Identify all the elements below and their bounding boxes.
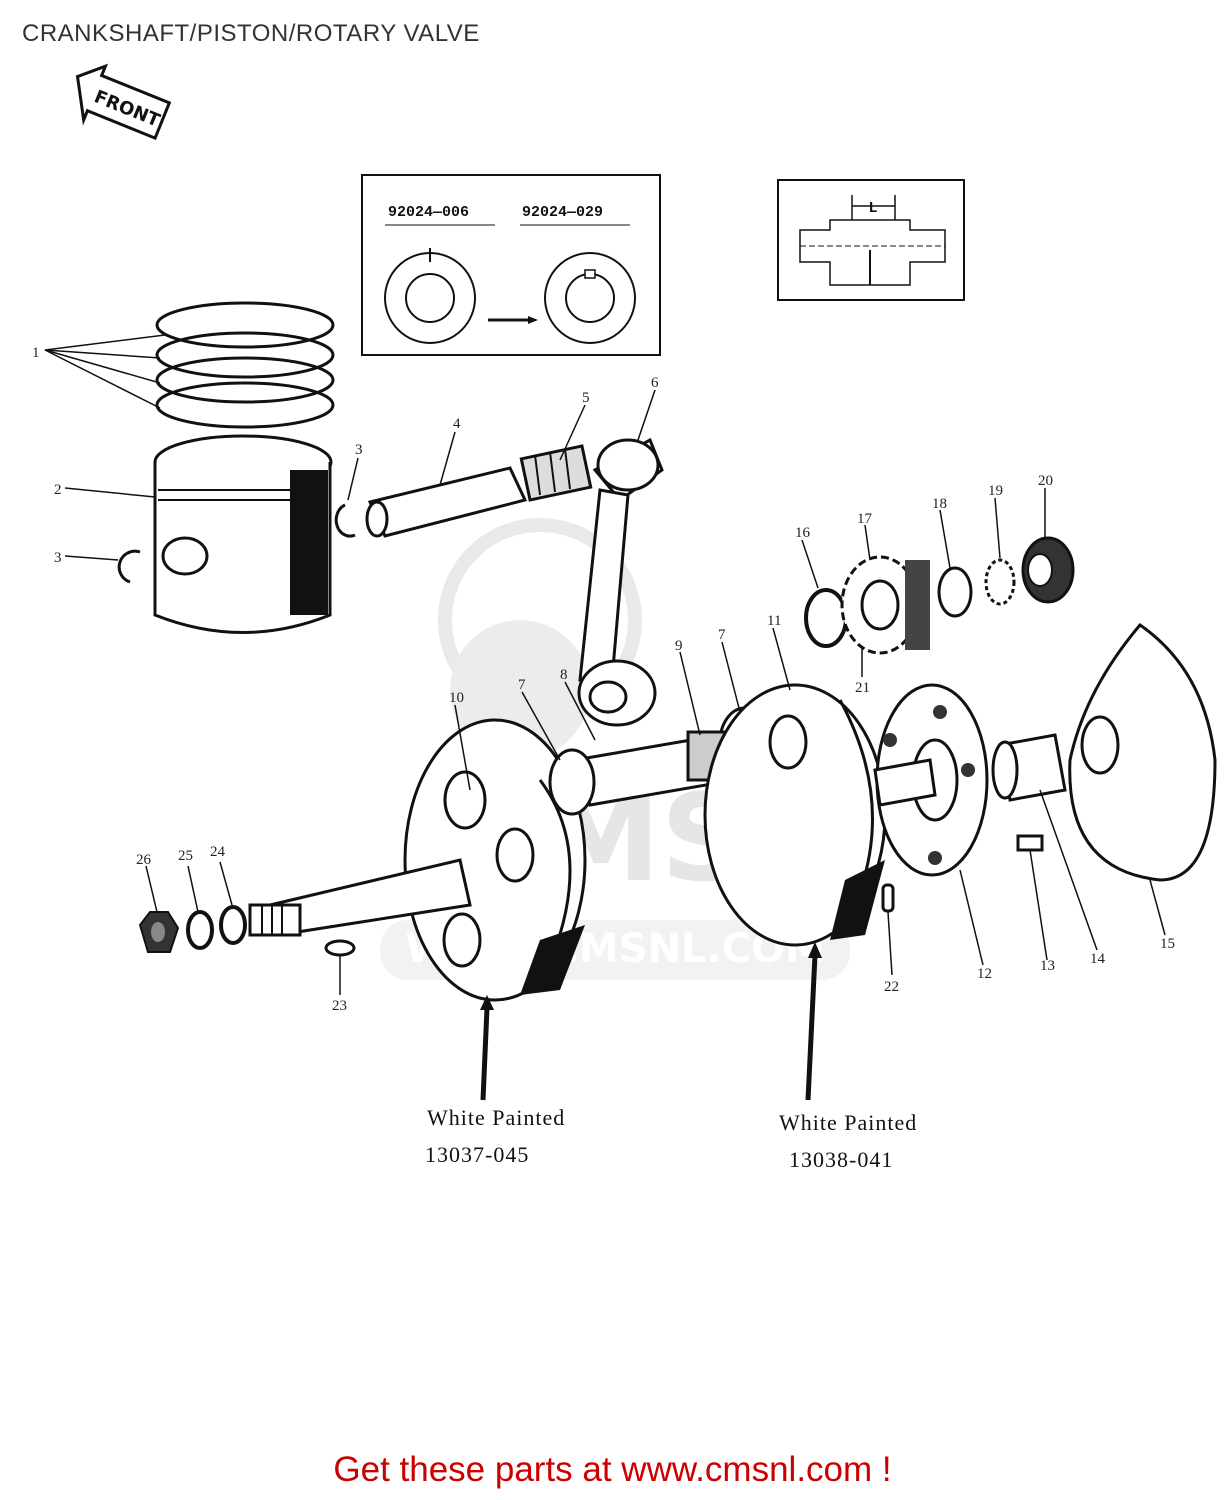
valve-bush <box>991 733 1067 802</box>
right-crank-wheel <box>703 683 887 947</box>
callout-2: 2 <box>54 482 62 498</box>
front-arrow-icon: FRONT <box>75 63 172 141</box>
washer-24 <box>219 905 247 945</box>
callout-3-upper: 3 <box>355 442 363 458</box>
rotary-valve-disc <box>1068 622 1217 882</box>
callout-16: 16 <box>795 525 811 541</box>
callout-17: 17 <box>857 511 873 527</box>
callout-20: 20 <box>1038 473 1053 489</box>
callout-3-lower: 3 <box>54 550 62 566</box>
callout-21: 21 <box>855 680 870 696</box>
dimension-label: L <box>868 200 877 217</box>
painted-wheel-arrows <box>480 942 822 1101</box>
woodruff-key-23 <box>324 939 356 957</box>
callout-26: 26 <box>136 852 152 868</box>
note-right-label: White Painted <box>779 1110 917 1135</box>
circlip-3-right <box>334 503 356 538</box>
callout-25: 25 <box>178 848 193 864</box>
callout-8: 8 <box>560 667 568 683</box>
painted-notes: White Painted 13037-045 White Painted 13… <box>425 1105 917 1172</box>
piston-pin <box>365 466 528 538</box>
washer-18 <box>937 566 973 618</box>
circlip-3-left <box>117 549 141 584</box>
crank-gear-20 <box>1021 536 1075 604</box>
o-ring <box>804 588 848 648</box>
leader-lines <box>44 334 1166 995</box>
callout-5: 5 <box>582 390 590 406</box>
callout-24: 24 <box>210 844 226 860</box>
callout-12: 12 <box>977 966 992 982</box>
disc-hub <box>1080 715 1120 775</box>
left-crankshaft <box>248 858 472 937</box>
page-title: CRANKSHAFT/PISTON/ROTARY VALVE <box>22 20 480 47</box>
callout-7-right: 7 <box>718 627 726 643</box>
promo-link[interactable]: Get these parts at www.cmsnl.com ! <box>333 1450 892 1489</box>
screw-13 <box>1016 834 1044 852</box>
dowel-pin-22 <box>881 883 895 913</box>
callouts: 1 2 3 3 4 5 6 7 7 8 9 10 11 12 13 14 15 … <box>32 345 1175 1014</box>
callout-9: 9 <box>675 638 683 654</box>
piston <box>153 434 333 634</box>
callout-13: 13 <box>1040 958 1055 974</box>
callout-14: 14 <box>1090 951 1106 967</box>
callout-18: 18 <box>932 496 947 512</box>
callout-15: 15 <box>1160 936 1175 952</box>
callout-22: 22 <box>884 979 899 995</box>
callout-7-left: 7 <box>518 677 526 693</box>
callout-4: 4 <box>453 416 461 432</box>
inset-part-a: 92024—006 <box>388 204 469 221</box>
connecting-rod <box>577 437 664 727</box>
nut-26 <box>138 911 180 953</box>
callout-23: 23 <box>332 998 347 1014</box>
inset-keyway: 92024—006 92024—029 <box>361 174 661 356</box>
rotary-valve-hub <box>873 683 989 877</box>
inset-dimension: L <box>777 179 965 301</box>
callout-1: 1 <box>32 345 40 361</box>
washer-25 <box>186 910 214 950</box>
lock-washer-19 <box>984 558 1016 606</box>
left-crank-wheel <box>403 718 587 1002</box>
callout-11: 11 <box>767 613 781 629</box>
note-left-part: 13037-045 <box>425 1142 529 1167</box>
note-left-label: White Painted <box>427 1105 565 1130</box>
callout-19: 19 <box>988 483 1003 499</box>
piston-rings <box>155 301 335 429</box>
callout-10: 10 <box>449 690 464 706</box>
note-right-part: 13038-041 <box>789 1147 893 1172</box>
small-end-bearing <box>519 444 593 502</box>
callout-6: 6 <box>651 375 659 391</box>
primary-gear <box>840 555 930 655</box>
inset-part-b: 92024—029 <box>522 204 603 221</box>
